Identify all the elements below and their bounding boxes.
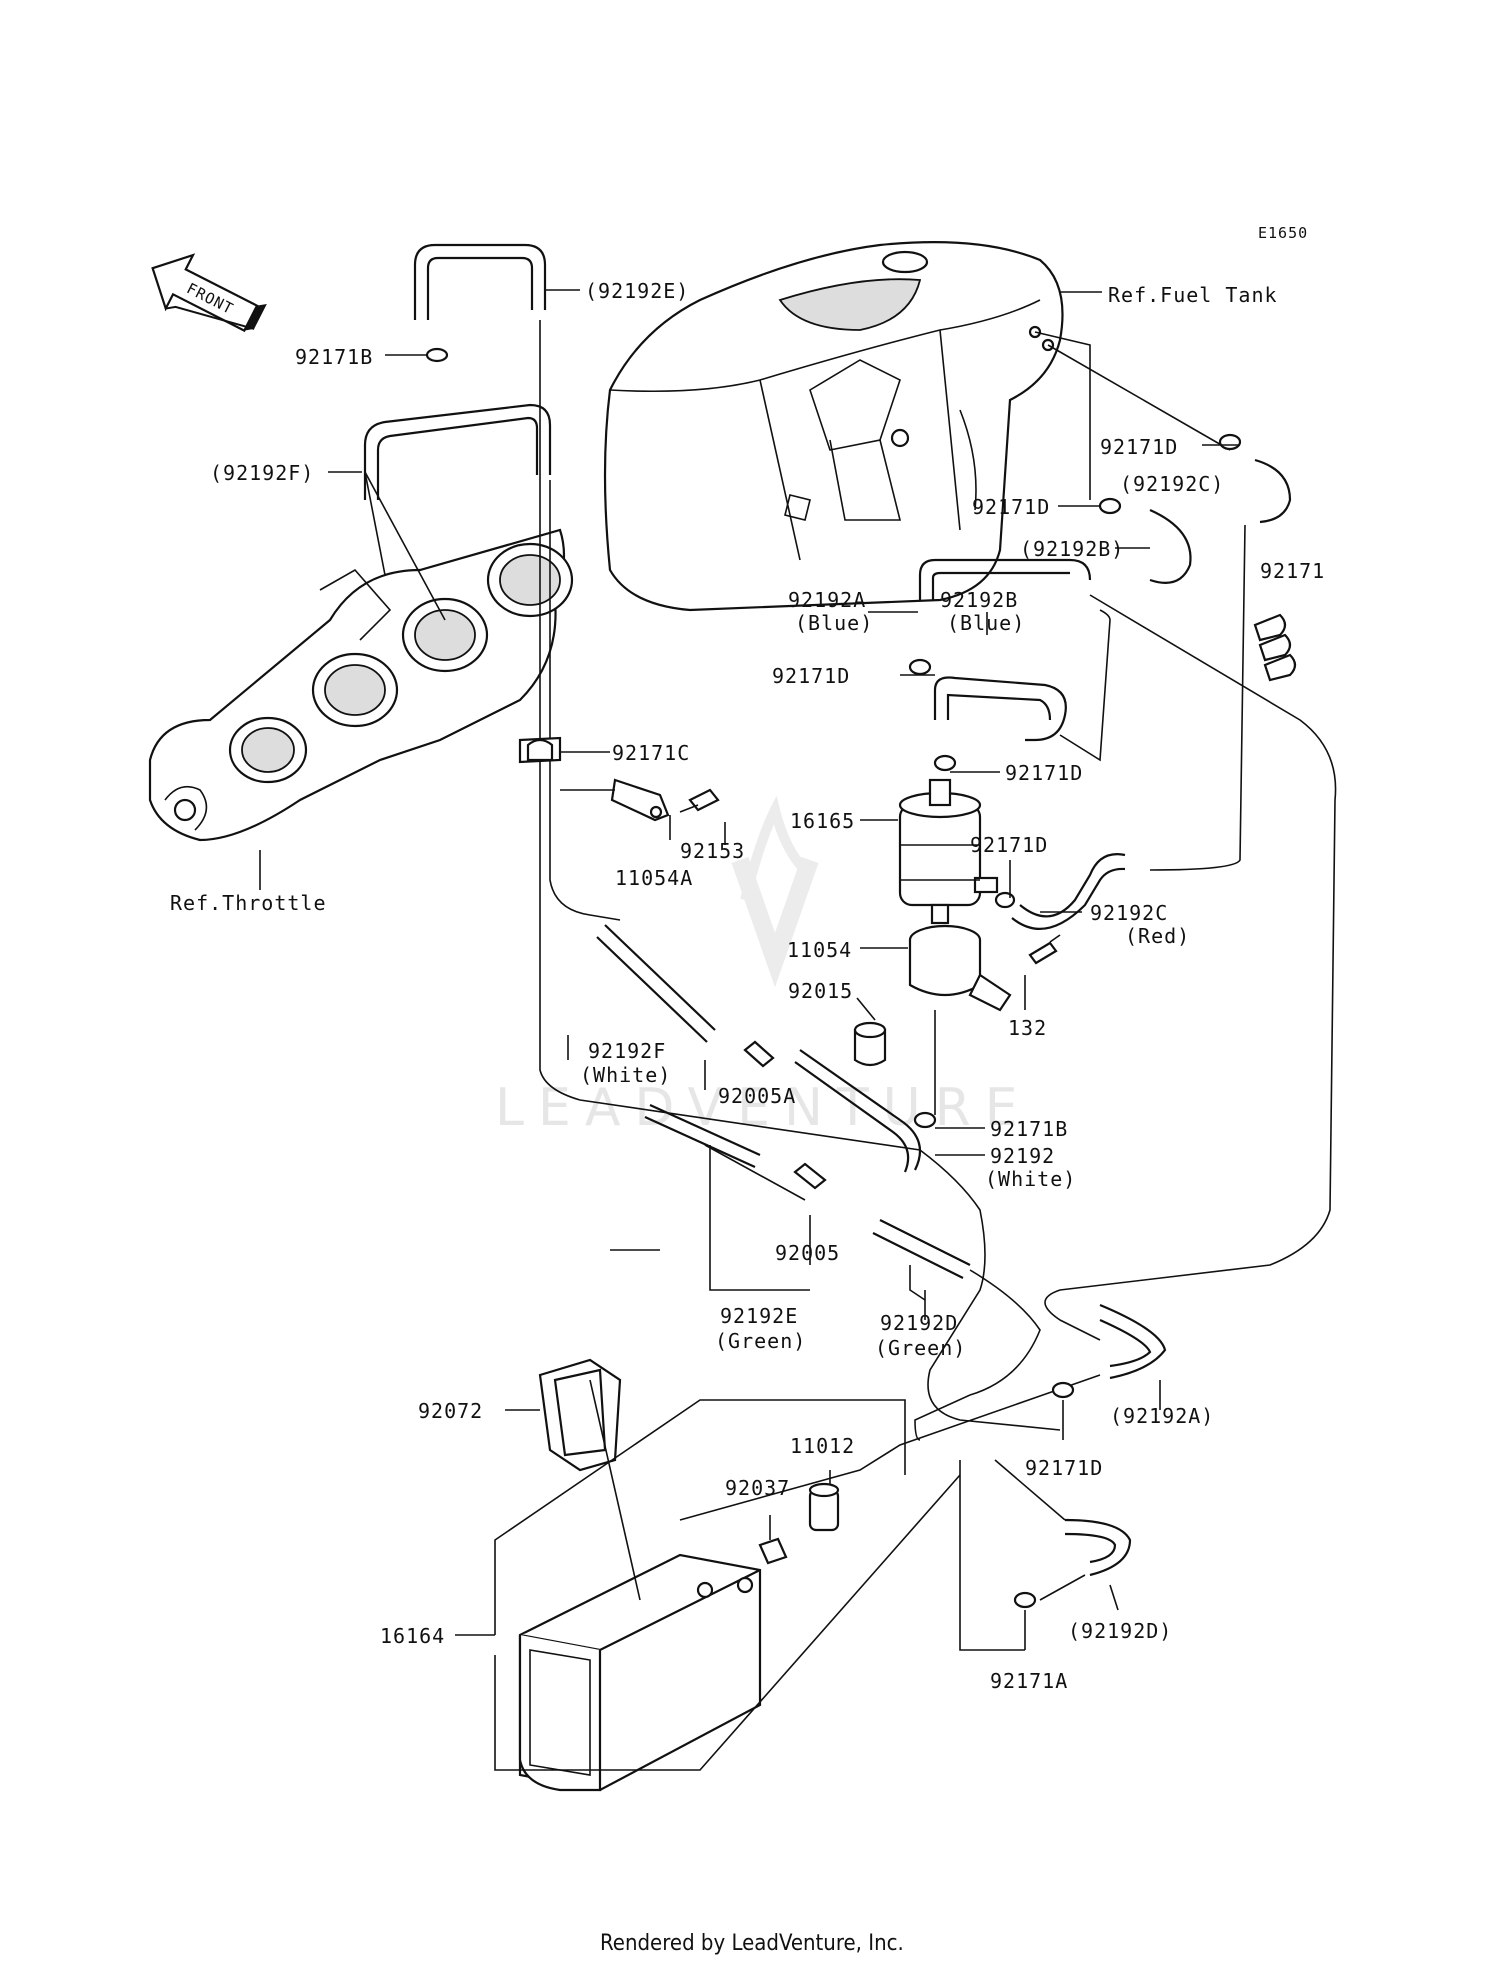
callout-92192a-low: (92192A) — [1110, 1404, 1214, 1428]
callout-92192f: 92192F — [588, 1039, 666, 1063]
callout-16164: 16164 — [380, 1624, 445, 1648]
callout-92192c: 92192C — [1090, 901, 1168, 925]
callout-92192c-sub: (Red) — [1125, 924, 1190, 948]
callout-92171d-low: 92171D — [1025, 1456, 1103, 1480]
callout-92192e-sub: (Green) — [715, 1329, 806, 1353]
leader-lines — [259, 289, 1240, 1771]
callout-92171c: 92171C — [612, 741, 690, 765]
callout-92192d-low: (92192D) — [1068, 1619, 1172, 1643]
clamp-11054 — [853, 924, 1061, 1067]
callout-92171: 92171 — [1260, 559, 1325, 583]
callout-92072: 92072 — [418, 1399, 483, 1423]
callout-92171d-l: 92171D — [772, 664, 850, 688]
callout-11054a: 11054A — [615, 866, 693, 890]
callout-16165: 16165 — [790, 809, 855, 833]
ref-throttle-label: Ref.Throttle — [170, 891, 327, 915]
callout-92171d-c: 92171D — [970, 833, 1048, 857]
watermark: LEADVENTURE — [495, 795, 1032, 1138]
callout-92192e-top: (92192E) — [585, 279, 689, 303]
callout-92192-sub: (White) — [985, 1167, 1076, 1191]
callout-92192b-sub: (Blue) — [947, 611, 1025, 635]
callout-92171d-b: 92171D — [972, 495, 1050, 519]
canister-16164 — [518, 1553, 762, 1792]
callout-92153: 92153 — [680, 839, 745, 863]
callout-11012: 11012 — [790, 1434, 855, 1458]
ref-fuel-tank-label: Ref.Fuel Tank — [1108, 283, 1278, 307]
diagram-code: E1650 — [1258, 224, 1308, 242]
callout-92005: 92005 — [775, 1241, 840, 1265]
callout-92037: 92037 — [725, 1476, 790, 1500]
canister-bracket-92072 — [538, 1358, 641, 1601]
callout-92171b: 92171B — [990, 1117, 1068, 1141]
callout-92005a: 92005A — [718, 1084, 796, 1108]
callout-11054: 11054 — [787, 938, 852, 962]
fuel-tank — [603, 241, 1064, 612]
callout-92192b-r: (92192B) — [1020, 537, 1124, 561]
fitting-11012 — [808, 1482, 840, 1532]
throttle-body — [148, 528, 574, 842]
footer-text: Rendered by LeadVenture, Inc. — [600, 1931, 904, 1956]
callout-92192d-sub: (Green) — [875, 1336, 966, 1360]
callout-92171a: 92171A — [990, 1669, 1068, 1693]
fuel-filter-16165 — [898, 778, 999, 925]
callout-92192d: 92192D — [880, 1311, 958, 1335]
callout-92192a: 92192A — [788, 588, 866, 612]
hoses — [363, 243, 1337, 1601]
callout-labels: Ref.Fuel Tank Ref.Throttle (92192E) 9217… — [170, 279, 1325, 1693]
callout-92192: 92192 — [990, 1144, 1055, 1168]
callout-132: 132 — [1008, 1016, 1047, 1040]
callout-92192b: 92192B — [940, 588, 1018, 612]
callout-92171b-top: 92171B — [295, 345, 373, 369]
clip-92171 — [1253, 613, 1297, 682]
callout-92192f-top: (92192F) — [210, 461, 314, 485]
front-arrow: FRONT — [151, 253, 267, 333]
callout-92192f-sub: (White) — [580, 1063, 671, 1087]
callout-92171d-tr: 92171D — [1100, 435, 1178, 459]
clamp-92037 — [758, 1537, 788, 1565]
callout-92192a-sub: (Blue) — [795, 611, 873, 635]
callout-92192c-tr: (92192C) — [1120, 472, 1224, 496]
callout-92192e: 92192E — [720, 1304, 798, 1328]
callout-92015: 92015 — [788, 979, 853, 1003]
watermark-text: LEADVENTURE — [495, 1078, 1032, 1138]
callout-92171d-m: 92171D — [1005, 761, 1083, 785]
